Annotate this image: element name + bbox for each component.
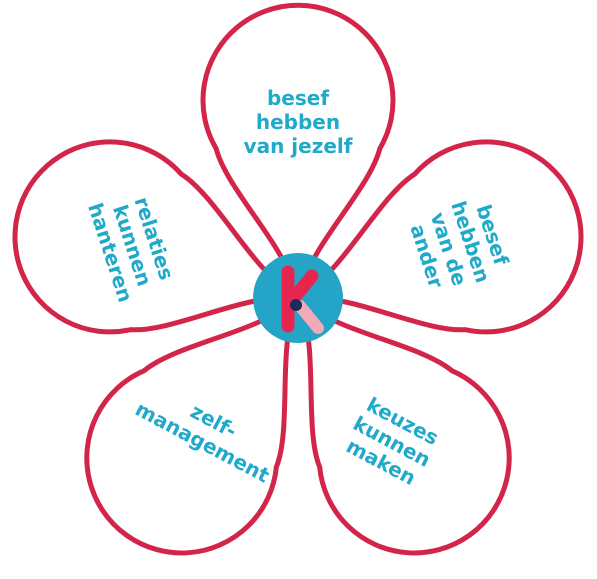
petal-top: [200, 2, 396, 289]
petal-label-line: van jezelf: [244, 134, 353, 158]
petal-outline: [305, 139, 584, 335]
petal-bottom-left: [84, 302, 298, 556]
petal-bottom-right: [298, 302, 512, 556]
petal-label-line: hebben: [256, 110, 340, 134]
center-logo: [253, 253, 343, 343]
logo-dot: [290, 299, 302, 311]
petal-outline: [298, 302, 512, 556]
petal-outline: [12, 139, 291, 335]
petal-outline: [84, 302, 298, 556]
petal-outline: [200, 2, 396, 289]
petal-label-line: besef: [267, 86, 329, 110]
petal-right: [305, 139, 584, 335]
k-logo-icon: [281, 265, 324, 334]
logo-letter-arm: [287, 269, 319, 305]
logo-letter-leg: [294, 300, 324, 334]
petal-left: [12, 139, 291, 335]
